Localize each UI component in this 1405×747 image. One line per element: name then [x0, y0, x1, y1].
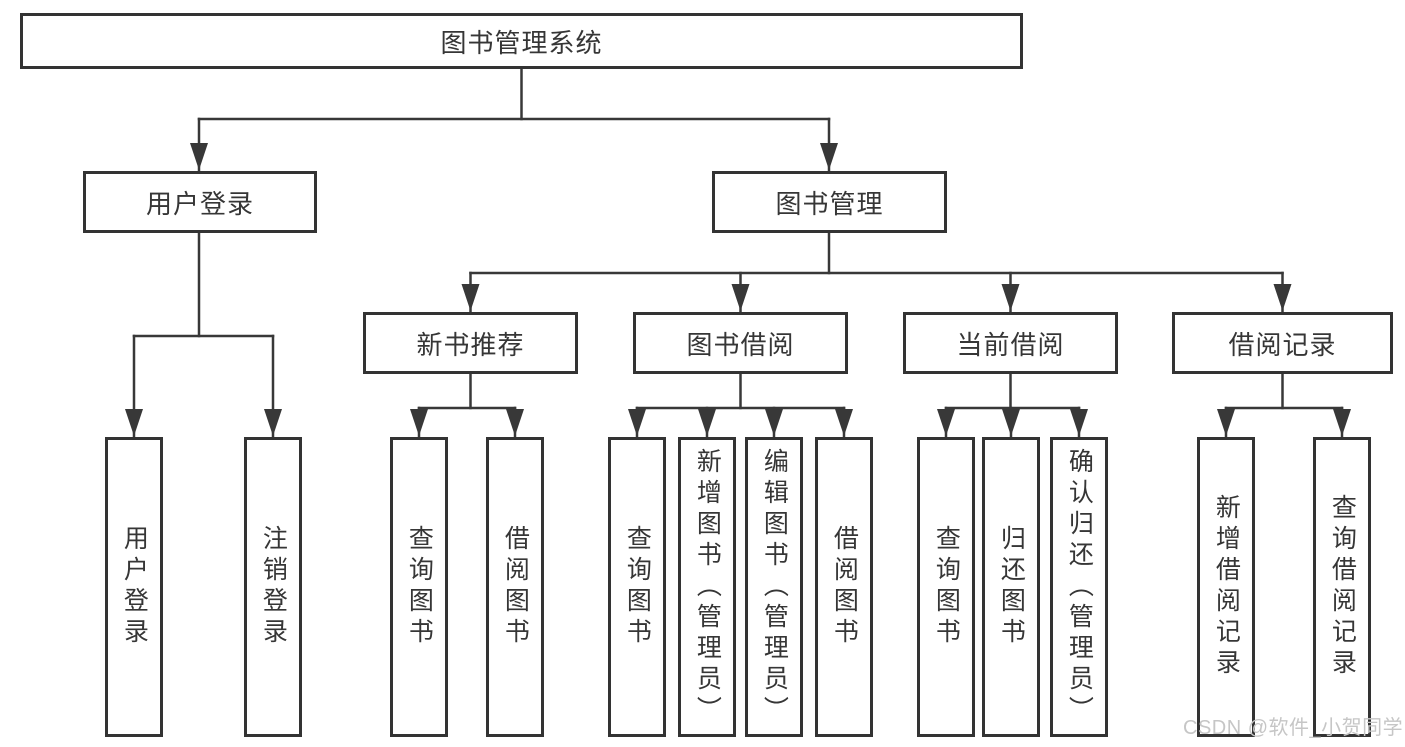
- leaf-logout-label: 注销登录: [259, 525, 288, 649]
- node-new-book-recommend: 新书推荐: [363, 312, 578, 374]
- leaf-current-query-books: 查询图书: [917, 437, 975, 737]
- node-borrowing-records-label: 借阅记录: [1228, 329, 1337, 360]
- leaf-recommend-query-books-label: 查询图书: [405, 525, 434, 649]
- leaf-recommend-query-books: 查询图书: [390, 437, 448, 737]
- node-new-book-recommend-label: 新书推荐: [416, 329, 525, 360]
- node-current-borrowing-label: 当前借阅: [956, 329, 1065, 360]
- leaf-records-add-record: 新增借阅记录: [1197, 437, 1255, 737]
- node-book-borrowing: 图书借阅: [633, 312, 848, 374]
- leaf-borrow-add-books: 新增图书（管理员）: [678, 437, 736, 737]
- leaf-current-query-books-label: 查询图书: [932, 525, 961, 649]
- leaf-borrow-edit-books: 编辑图书（管理员）: [745, 437, 803, 737]
- leaf-recommend-borrow-books: 借阅图书: [486, 437, 544, 737]
- leaf-records-query-record: 查询借阅记录: [1313, 437, 1371, 737]
- leaf-borrow-edit-books-label: 编辑图书（管理员）: [760, 447, 789, 727]
- leaf-current-return-books-label: 归还图书: [997, 525, 1026, 649]
- leaf-user-login: 用户登录: [105, 437, 163, 737]
- leaf-borrow-borrow-books-label: 借阅图书: [830, 525, 859, 649]
- leaf-current-confirm-return: 确认归还（管理员）: [1050, 437, 1108, 737]
- leaf-borrow-add-books-label: 新增图书（管理员）: [693, 447, 722, 727]
- leaf-borrow-query-books-label: 查询图书: [623, 525, 652, 649]
- leaf-borrow-borrow-books: 借阅图书: [815, 437, 873, 737]
- leaf-records-query-record-label: 查询借阅记录: [1328, 494, 1357, 680]
- leaf-logout: 注销登录: [244, 437, 302, 737]
- node-borrowing-records: 借阅记录: [1172, 312, 1393, 374]
- leaf-user-login-label: 用户登录: [120, 525, 149, 649]
- node-user-login: 用户登录: [83, 171, 317, 233]
- node-book-borrowing-label: 图书借阅: [686, 329, 795, 360]
- node-book-management: 图书管理: [712, 171, 947, 233]
- csdn-watermark: CSDN @软件_小贺同学: [1183, 717, 1404, 739]
- node-book-management-label: 图书管理: [775, 188, 884, 219]
- leaf-recommend-borrow-books-label: 借阅图书: [501, 525, 530, 649]
- node-current-borrowing: 当前借阅: [903, 312, 1118, 374]
- leaf-borrow-query-books: 查询图书: [608, 437, 666, 737]
- leaf-current-confirm-return-label: 确认归还（管理员）: [1065, 447, 1094, 727]
- leaf-records-add-record-label: 新增借阅记录: [1212, 494, 1241, 680]
- node-root-label: 图书管理系统: [440, 27, 603, 58]
- node-root: 图书管理系统: [20, 13, 1023, 69]
- leaf-current-return-books: 归还图书: [982, 437, 1040, 737]
- node-user-login-label: 用户登录: [145, 188, 254, 219]
